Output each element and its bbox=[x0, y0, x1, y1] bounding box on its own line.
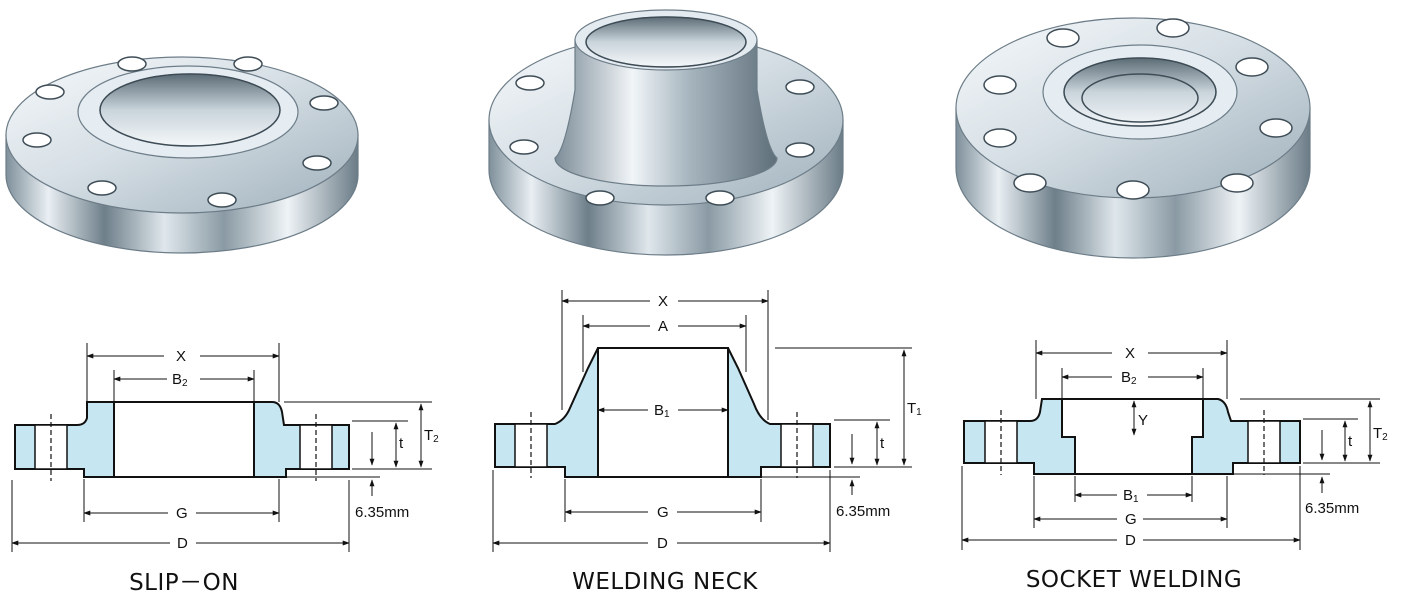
welding-neck-flange-image bbox=[488, 9, 844, 256]
slip-on-d-label: D bbox=[177, 535, 188, 552]
welding-neck-t-label: t bbox=[880, 435, 885, 452]
socket-welding-d-label: D bbox=[1125, 532, 1136, 549]
welding-neck-d-label: D bbox=[657, 535, 668, 552]
socket-welding-t2-label: T2 bbox=[1373, 425, 1388, 443]
slip-on-section-drawing: X B2 T2 t 6.35mm G D SLIP－ON bbox=[11, 343, 439, 596]
socket-welding-b2-label: B2 bbox=[1121, 369, 1137, 387]
slip-on-t-label: t bbox=[399, 435, 404, 452]
slip-on-b2-label: B2 bbox=[172, 371, 188, 389]
welding-neck-x-label: X bbox=[658, 293, 668, 310]
welding-neck-t1-label: T1 bbox=[907, 400, 922, 418]
socket-welding-b1-label: B1 bbox=[1123, 487, 1139, 505]
socket-welding-section-drawing: X B2 Y T2 t B1 6.35mm G D SOCKET WELDING bbox=[961, 340, 1388, 593]
welding-neck-section-drawing: X A B1 T1 t 6.35mm G D WELDING NECK bbox=[492, 290, 922, 595]
welding-neck-b1-label: B1 bbox=[654, 402, 670, 420]
socket-welding-y-label: Y bbox=[1138, 412, 1148, 429]
socket-welding-6mm-label: 6.35mm bbox=[1305, 500, 1359, 517]
welding-neck-g-label: G bbox=[657, 504, 669, 521]
socket-welding-t-label: t bbox=[1348, 433, 1353, 450]
slip-on-caption: SLIP－ON bbox=[129, 570, 239, 596]
welding-neck-6mm-label: 6.35mm bbox=[836, 503, 890, 520]
slip-on-t2-label: T2 bbox=[424, 427, 439, 445]
welding-neck-a-label: A bbox=[658, 318, 668, 335]
socket-welding-x-label: X bbox=[1125, 345, 1135, 362]
welding-neck-caption: WELDING NECK bbox=[572, 569, 758, 595]
socket-welding-g-label: G bbox=[1125, 511, 1137, 528]
slip-on-x-label: X bbox=[176, 348, 186, 365]
socket-welding-caption: SOCKET WELDING bbox=[1026, 567, 1242, 593]
socket-welding-flange-image bbox=[955, 17, 1311, 259]
slip-on-6mm-label: 6.35mm bbox=[355, 504, 409, 521]
slip-on-flange-image bbox=[5, 56, 359, 254]
slip-on-g-label: G bbox=[176, 505, 188, 522]
